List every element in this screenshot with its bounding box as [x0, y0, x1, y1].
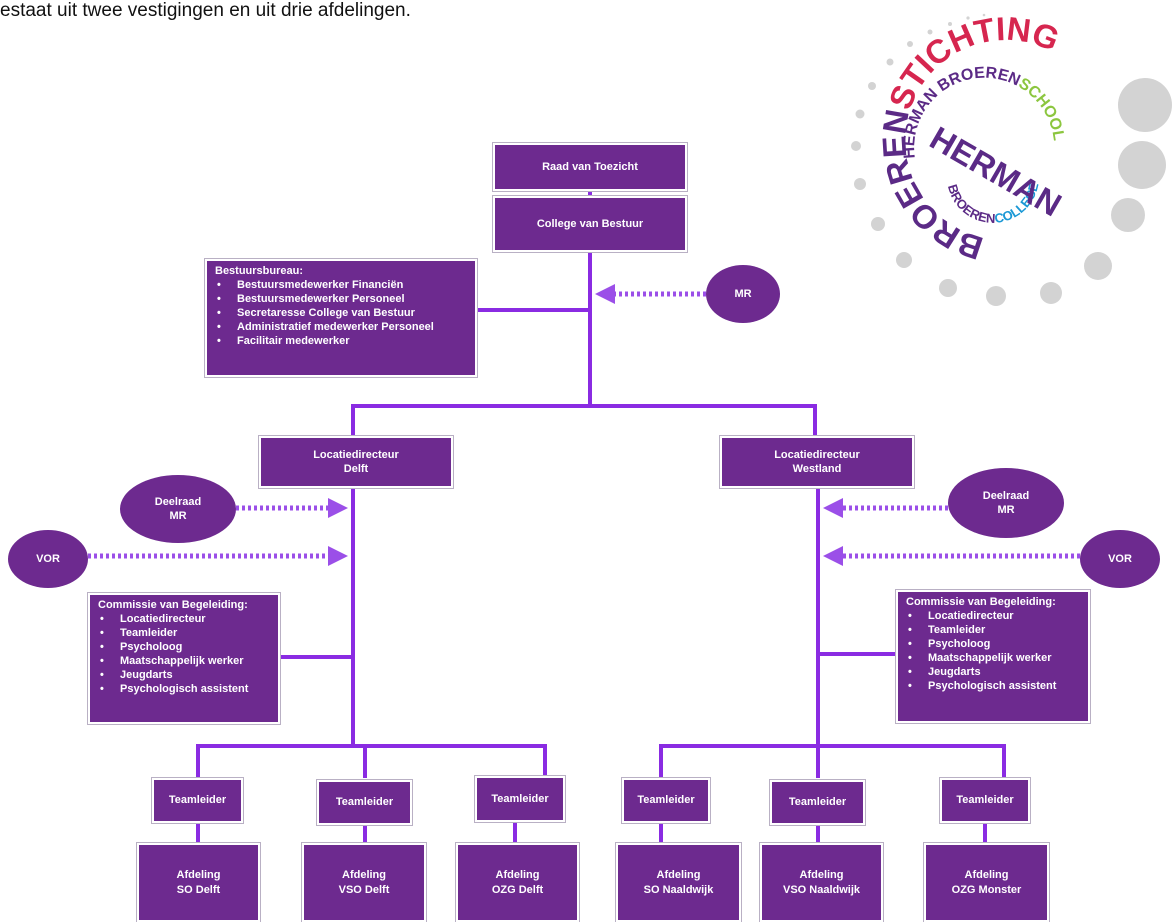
broeren-logo: BROERENSTICHTING HERMAN BROERENSCHOOL BR…	[851, 10, 1172, 306]
afdeling-name: OZG Delft	[491, 883, 544, 896]
vor-delft-ellipse: VOR	[8, 530, 88, 588]
bestuursbureau-list: Bestuursmedewerker Financiën Bestuursmed…	[215, 278, 467, 348]
afdeling-vso-naaldwijk-box: Afdeling VSO Naaldwijk	[759, 842, 884, 922]
college-van-bestuur-box: College van Bestuur	[492, 195, 688, 253]
list-item: Jeugdarts	[908, 665, 1080, 679]
teamleider-label: Teamleider	[956, 794, 1014, 807]
locatiedirecteur-delft-box: Locatiedirecteur Delft	[258, 435, 454, 489]
teamleider-box: Teamleider	[939, 777, 1031, 824]
deelraad-mr-westland-ellipse: Deelraad MR	[948, 468, 1064, 538]
list-item: Bestuursmedewerker Financiën	[217, 278, 467, 292]
afdeling-label: Afdeling	[342, 869, 386, 882]
list-item: Psycholoog	[908, 637, 1080, 651]
list-item: Psychologisch assistent	[100, 682, 270, 696]
deelraad-label: Deelraad	[154, 495, 202, 508]
teamleider-box: Teamleider	[474, 775, 566, 823]
afdeling-label: Afdeling	[799, 869, 844, 882]
list-item: Bestuursmedewerker Personeel	[217, 292, 467, 306]
afdeling-name: SO Naaldwijk	[643, 883, 714, 896]
intro-text: estaat uit twee vestigingen en uit drie …	[0, 0, 411, 21]
afdeling-label: Afdeling	[656, 869, 701, 882]
afdeling-label: Afdeling	[176, 869, 221, 882]
bestuursbureau-box: Bestuursbureau: Bestuursmedewerker Finan…	[204, 258, 478, 378]
list-item: Teamleider	[908, 623, 1080, 637]
list-item: Psychologisch assistent	[908, 679, 1080, 693]
locatiedirecteur-westland-box: Locatiedirecteur Westland	[719, 435, 915, 489]
teamleider-label: Teamleider	[788, 796, 847, 809]
connector-lines	[196, 190, 1006, 845]
afdeling-ozg-monster-box: Afdeling OZG Monster	[923, 842, 1050, 922]
raad-van-toezicht-box: Raad van Toezicht	[492, 142, 688, 192]
afdeling-vso-delft-box: Afdeling VSO Delft	[301, 842, 427, 922]
dotted-arrows	[88, 284, 1080, 566]
logo-herman: HERMAN	[924, 119, 1068, 223]
afdeling-name: VSO Naaldwijk	[782, 883, 861, 896]
director-location: Westland	[792, 463, 842, 475]
director-role: Locatiedirecteur	[774, 448, 860, 461]
teamleider-box: Teamleider	[151, 777, 244, 824]
mr-ellipse: MR	[706, 265, 780, 323]
afdeling-name: SO Delft	[176, 883, 221, 896]
afdeling-label: Afdeling	[495, 869, 540, 882]
director-role: Locatiedirecteur	[313, 448, 399, 461]
college-van-bestuur-label: College van Bestuur	[536, 217, 644, 230]
list-item: Maatschappelijk werker	[908, 651, 1080, 665]
commissie-delft-box: Commissie van Begeleiding: Locatiedirect…	[87, 592, 281, 725]
teamleider-box: Teamleider	[316, 779, 413, 826]
list-item: Maatschappelijk werker	[100, 654, 270, 668]
commissie-list: Locatiedirecteur Teamleider Psycholoog M…	[906, 609, 1080, 694]
afdeling-name: VSO Delft	[338, 883, 390, 896]
list-item: Locatiedirecteur	[908, 609, 1080, 623]
deelraad-sub-label: MR	[997, 504, 1015, 516]
commissie-title: Commissie van Begeleiding:	[98, 599, 248, 611]
afdeling-label: Afdeling	[964, 869, 1009, 882]
list-item: Secretaresse College van Bestuur	[217, 306, 467, 320]
logo-dots	[851, 13, 1172, 306]
vor-westland-ellipse: VOR	[1080, 530, 1160, 588]
mr-label: MR	[734, 287, 752, 300]
commissie-westland-box: Commissie van Begeleiding: Locatiedirect…	[895, 589, 1091, 724]
teamleider-label: Teamleider	[491, 792, 549, 805]
list-item: Jeugdarts	[100, 668, 270, 682]
deelraad-mr-delft-ellipse: Deelraad MR	[120, 475, 236, 543]
teamleider-box: Teamleider	[769, 779, 866, 826]
afdeling-ozg-delft-box: Afdeling OZG Delft	[455, 842, 580, 922]
vor-label: VOR	[1108, 552, 1132, 565]
list-item: Facilitair medewerker	[217, 334, 467, 348]
list-item: Teamleider	[100, 626, 270, 640]
deelraad-label: Deelraad	[982, 489, 1030, 502]
teamleider-label: Teamleider	[168, 794, 227, 807]
bestuursbureau-title: Bestuursbureau:	[215, 265, 304, 277]
vor-label: VOR	[36, 552, 60, 565]
commissie-list: Locatiedirecteur Teamleider Psycholoog M…	[98, 612, 270, 697]
afdeling-so-naaldwijk-box: Afdeling SO Naaldwijk	[615, 842, 742, 922]
teamleider-box: Teamleider	[621, 777, 711, 824]
afdeling-so-delft-box: Afdeling SO Delft	[136, 842, 261, 922]
list-item: Administratief medewerker Personeel	[217, 320, 467, 334]
afdeling-name: OZG Monster	[951, 883, 1022, 896]
list-item: Psycholoog	[100, 640, 270, 654]
list-item: Locatiedirecteur	[100, 612, 270, 626]
director-location: Delft	[343, 463, 369, 475]
deelraad-sub-label: MR	[169, 510, 187, 522]
commissie-title: Commissie van Begeleiding:	[906, 596, 1056, 608]
teamleider-label: Teamleider	[637, 794, 695, 807]
teamleider-label: Teamleider	[335, 796, 394, 809]
raad-van-toezicht-label: Raad van Toezicht	[542, 160, 638, 173]
